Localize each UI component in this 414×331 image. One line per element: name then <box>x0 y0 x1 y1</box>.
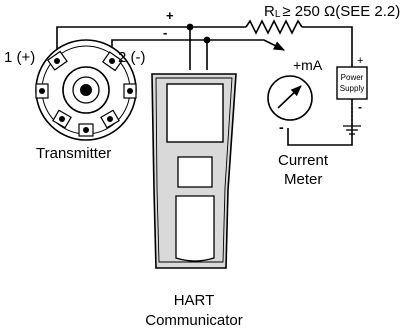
terminal-negative-label: 2 (-) <box>118 49 146 66</box>
power-supply: Power Supply <box>336 66 368 100</box>
supply-minus-label: - <box>358 100 362 114</box>
meter-to-supply-wire <box>287 99 353 146</box>
ammeter-dial-icon <box>267 75 313 121</box>
hart-label-line1: HART <box>174 292 215 309</box>
positive-wire-to-supply <box>302 26 353 67</box>
current-meter-label-line2: Meter <box>284 171 322 188</box>
terminal-positive-label: 1 (+) <box>4 49 35 66</box>
junction-dot-icon <box>203 36 211 44</box>
meter-plus-ma-label: +mA <box>293 57 323 73</box>
hart-label-line2: Communicator <box>145 312 243 329</box>
power-supply-label-line2: Supply <box>340 84 364 93</box>
transmitter <box>35 39 137 141</box>
communicator-keypad <box>175 195 215 262</box>
meter-minus-label: - <box>279 119 284 135</box>
current-meter-label-line1: Current <box>278 152 329 169</box>
transmitter-label: Transmitter <box>36 145 111 162</box>
junction-dot-icon <box>186 23 194 31</box>
wire-minus-label: - <box>163 25 167 40</box>
communicator-display <box>166 83 224 143</box>
load-resistor-label: RL≥ 250 Ω(SEE 2.2) <box>264 3 400 20</box>
wire-plus-label: + <box>166 8 174 23</box>
supply-plus-label: + <box>357 55 363 67</box>
ground-symbol-icon <box>343 99 361 135</box>
hart-communicator <box>151 73 237 269</box>
communicator-function-keys <box>177 156 213 188</box>
power-supply-label-line1: Power <box>341 73 364 82</box>
resistor-icon <box>245 19 303 35</box>
